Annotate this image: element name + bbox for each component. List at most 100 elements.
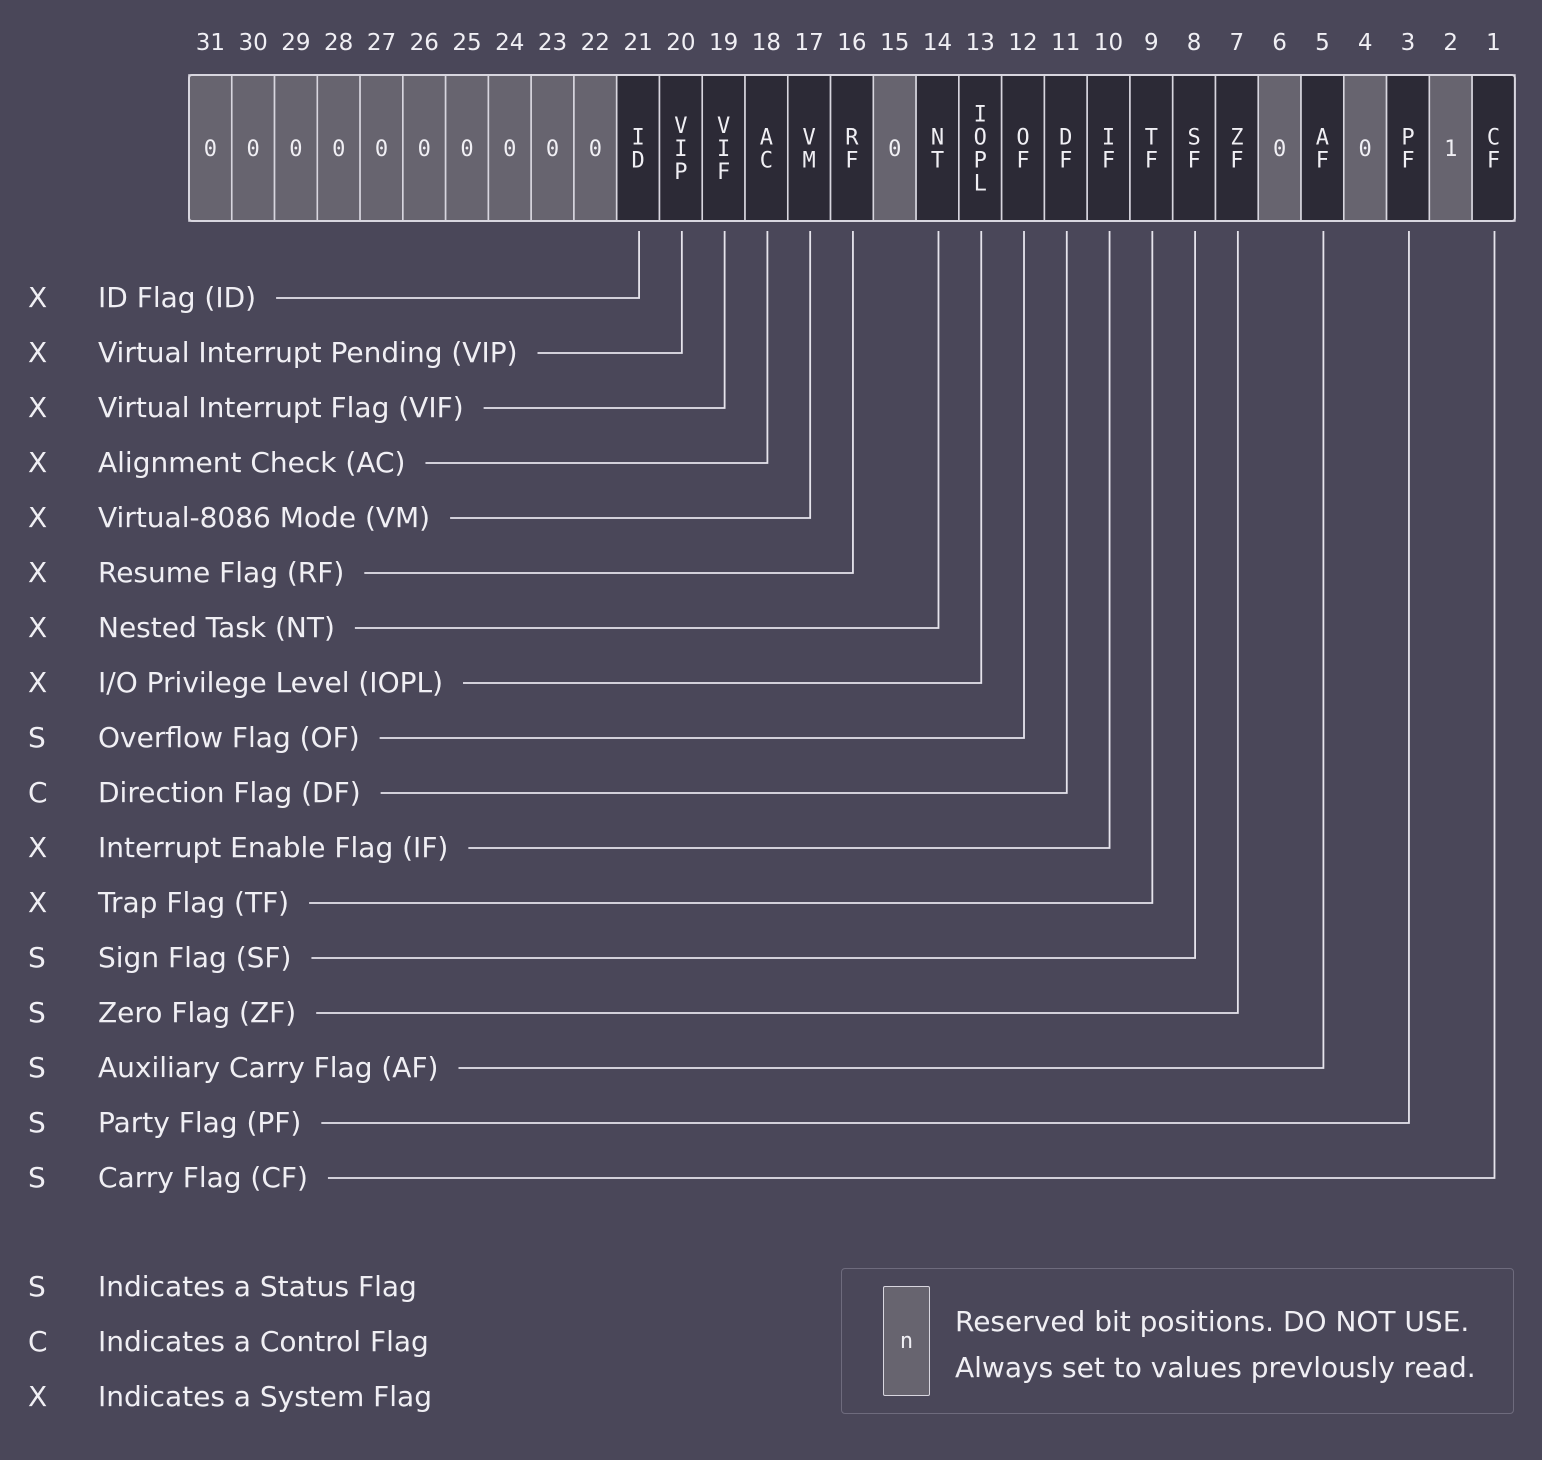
reserved-legend-box: n Reserved bit positions. DO NOT USE. Al… bbox=[841, 1268, 1514, 1414]
flag-name: Carry Flag (CF) bbox=[98, 1161, 308, 1194]
bit-number: 17 bbox=[794, 30, 824, 56]
reserved-bit-cell bbox=[1428, 74, 1473, 222]
flag-bit-cell bbox=[915, 74, 960, 222]
flag-name: Interrupt Enable Flag (IF) bbox=[98, 831, 449, 864]
flag-bit-cell bbox=[1043, 74, 1088, 222]
flag-type-letter: X bbox=[28, 886, 48, 919]
flag-name: Alignment Check (AC) bbox=[98, 446, 406, 479]
bit-number: 14 bbox=[922, 30, 953, 56]
bit-number: 10 bbox=[1093, 30, 1124, 56]
flag-leader-line bbox=[483, 231, 726, 409]
legend-text: Indicates a Control Flag bbox=[98, 1325, 429, 1358]
flag-name: Direction Flag (DF) bbox=[98, 776, 361, 809]
bit-number: 25 bbox=[452, 30, 482, 56]
flag-type-letter: X bbox=[28, 391, 48, 424]
flag-name: ID Flag (ID) bbox=[98, 281, 257, 314]
bit-cell-label: 0 bbox=[1359, 137, 1372, 162]
flag-leader-line bbox=[380, 231, 1068, 794]
flag-leader-line bbox=[468, 231, 1111, 849]
reserved-legend-line-2: Always set to values prevlously read. bbox=[955, 1351, 1476, 1384]
bit-cell-label: 0 bbox=[418, 137, 431, 162]
flag-bit-cell bbox=[1385, 74, 1431, 222]
bit-cell-label: 0 bbox=[460, 137, 473, 162]
flag-type-letter: X bbox=[28, 611, 48, 644]
bit-number: 8 bbox=[1186, 30, 1202, 56]
flag-name: Trap Flag (TF) bbox=[98, 886, 290, 919]
reserved-bit-cell bbox=[1342, 74, 1388, 222]
bit-number: 2 bbox=[1443, 30, 1459, 56]
flag-type-letter: X bbox=[28, 501, 48, 534]
flag-type-letter: X bbox=[28, 831, 48, 864]
flag-type-letter: X bbox=[28, 446, 48, 479]
reserved-bit-cell bbox=[444, 74, 490, 222]
bit-number: 20 bbox=[666, 30, 696, 56]
bit-number: 21 bbox=[623, 30, 653, 56]
flag-leader-line bbox=[309, 231, 1154, 904]
flag-name: I/O Privilege Level (IOPL) bbox=[98, 666, 444, 699]
legend-letter: X bbox=[28, 1380, 48, 1413]
flag-leader-line bbox=[311, 231, 1196, 959]
bit-cell-label: 0 bbox=[375, 137, 388, 162]
flag-type-letter: X bbox=[28, 281, 48, 314]
bit-number: 18 bbox=[751, 30, 782, 56]
flag-leader-line bbox=[463, 231, 983, 684]
flag-type-letter: S bbox=[28, 1051, 46, 1084]
flag-leader-line bbox=[458, 231, 1325, 1069]
flag-type-letter: X bbox=[28, 556, 48, 589]
bit-cell-label: 0 bbox=[289, 137, 302, 162]
bit-number: 13 bbox=[965, 30, 995, 56]
bit-number: 1 bbox=[1486, 30, 1501, 56]
flag-bit-cell bbox=[1300, 74, 1345, 222]
bit-cell-label: 0 bbox=[204, 137, 217, 162]
flag-leader-line bbox=[537, 231, 683, 354]
legend-letter: S bbox=[28, 1270, 46, 1303]
flag-bit-cell bbox=[1471, 74, 1516, 222]
reserved-bit-cell bbox=[487, 74, 532, 222]
bit-number: 23 bbox=[537, 30, 568, 56]
flag-leader-line bbox=[450, 231, 812, 519]
flag-leader-line bbox=[276, 231, 640, 299]
bit-cell-label: 1 bbox=[1444, 137, 1457, 162]
flag-leader-line bbox=[354, 231, 940, 629]
register-outline bbox=[188, 74, 1516, 222]
bit-number: 7 bbox=[1229, 30, 1245, 56]
flag-bit-cell bbox=[958, 74, 1003, 222]
flag-type-letter: S bbox=[28, 996, 46, 1029]
reserved-legend-line-1: Reserved bit positions. DO NOT USE. bbox=[955, 1305, 1470, 1338]
flag-name: Overflow Flag (OF) bbox=[98, 721, 360, 754]
flag-name: Virtual Interrupt Pending (VIP) bbox=[98, 336, 518, 369]
flag-bit-cell bbox=[1000, 74, 1046, 222]
legend-text: Indicates a System Flag bbox=[98, 1380, 432, 1413]
bit-number: 31 bbox=[195, 30, 226, 56]
reserved-bit-cell bbox=[872, 74, 917, 222]
flag-name: Zero Flag (ZF) bbox=[98, 996, 297, 1029]
flag-name: Auxiliary Carry Flag (AF) bbox=[98, 1051, 439, 1084]
bit-number: 29 bbox=[281, 30, 311, 56]
flag-bit-cell bbox=[786, 74, 832, 222]
bit-cell-label: 0 bbox=[1273, 137, 1286, 162]
flag-type-letter: S bbox=[28, 1161, 46, 1194]
bit-cell-label: 0 bbox=[888, 137, 901, 162]
bit-cell-label: 0 bbox=[503, 137, 516, 162]
bit-number: 11 bbox=[1051, 30, 1081, 56]
bit-number: 15 bbox=[880, 30, 910, 56]
bit-number: 4 bbox=[1357, 30, 1373, 56]
bit-number: 19 bbox=[708, 30, 739, 56]
bit-number: 26 bbox=[409, 30, 439, 56]
bit-number: 24 bbox=[495, 30, 525, 56]
bit-number: 3 bbox=[1400, 30, 1416, 56]
legend-text: Indicates a Status Flag bbox=[98, 1270, 417, 1303]
bit-number: 28 bbox=[324, 30, 354, 56]
